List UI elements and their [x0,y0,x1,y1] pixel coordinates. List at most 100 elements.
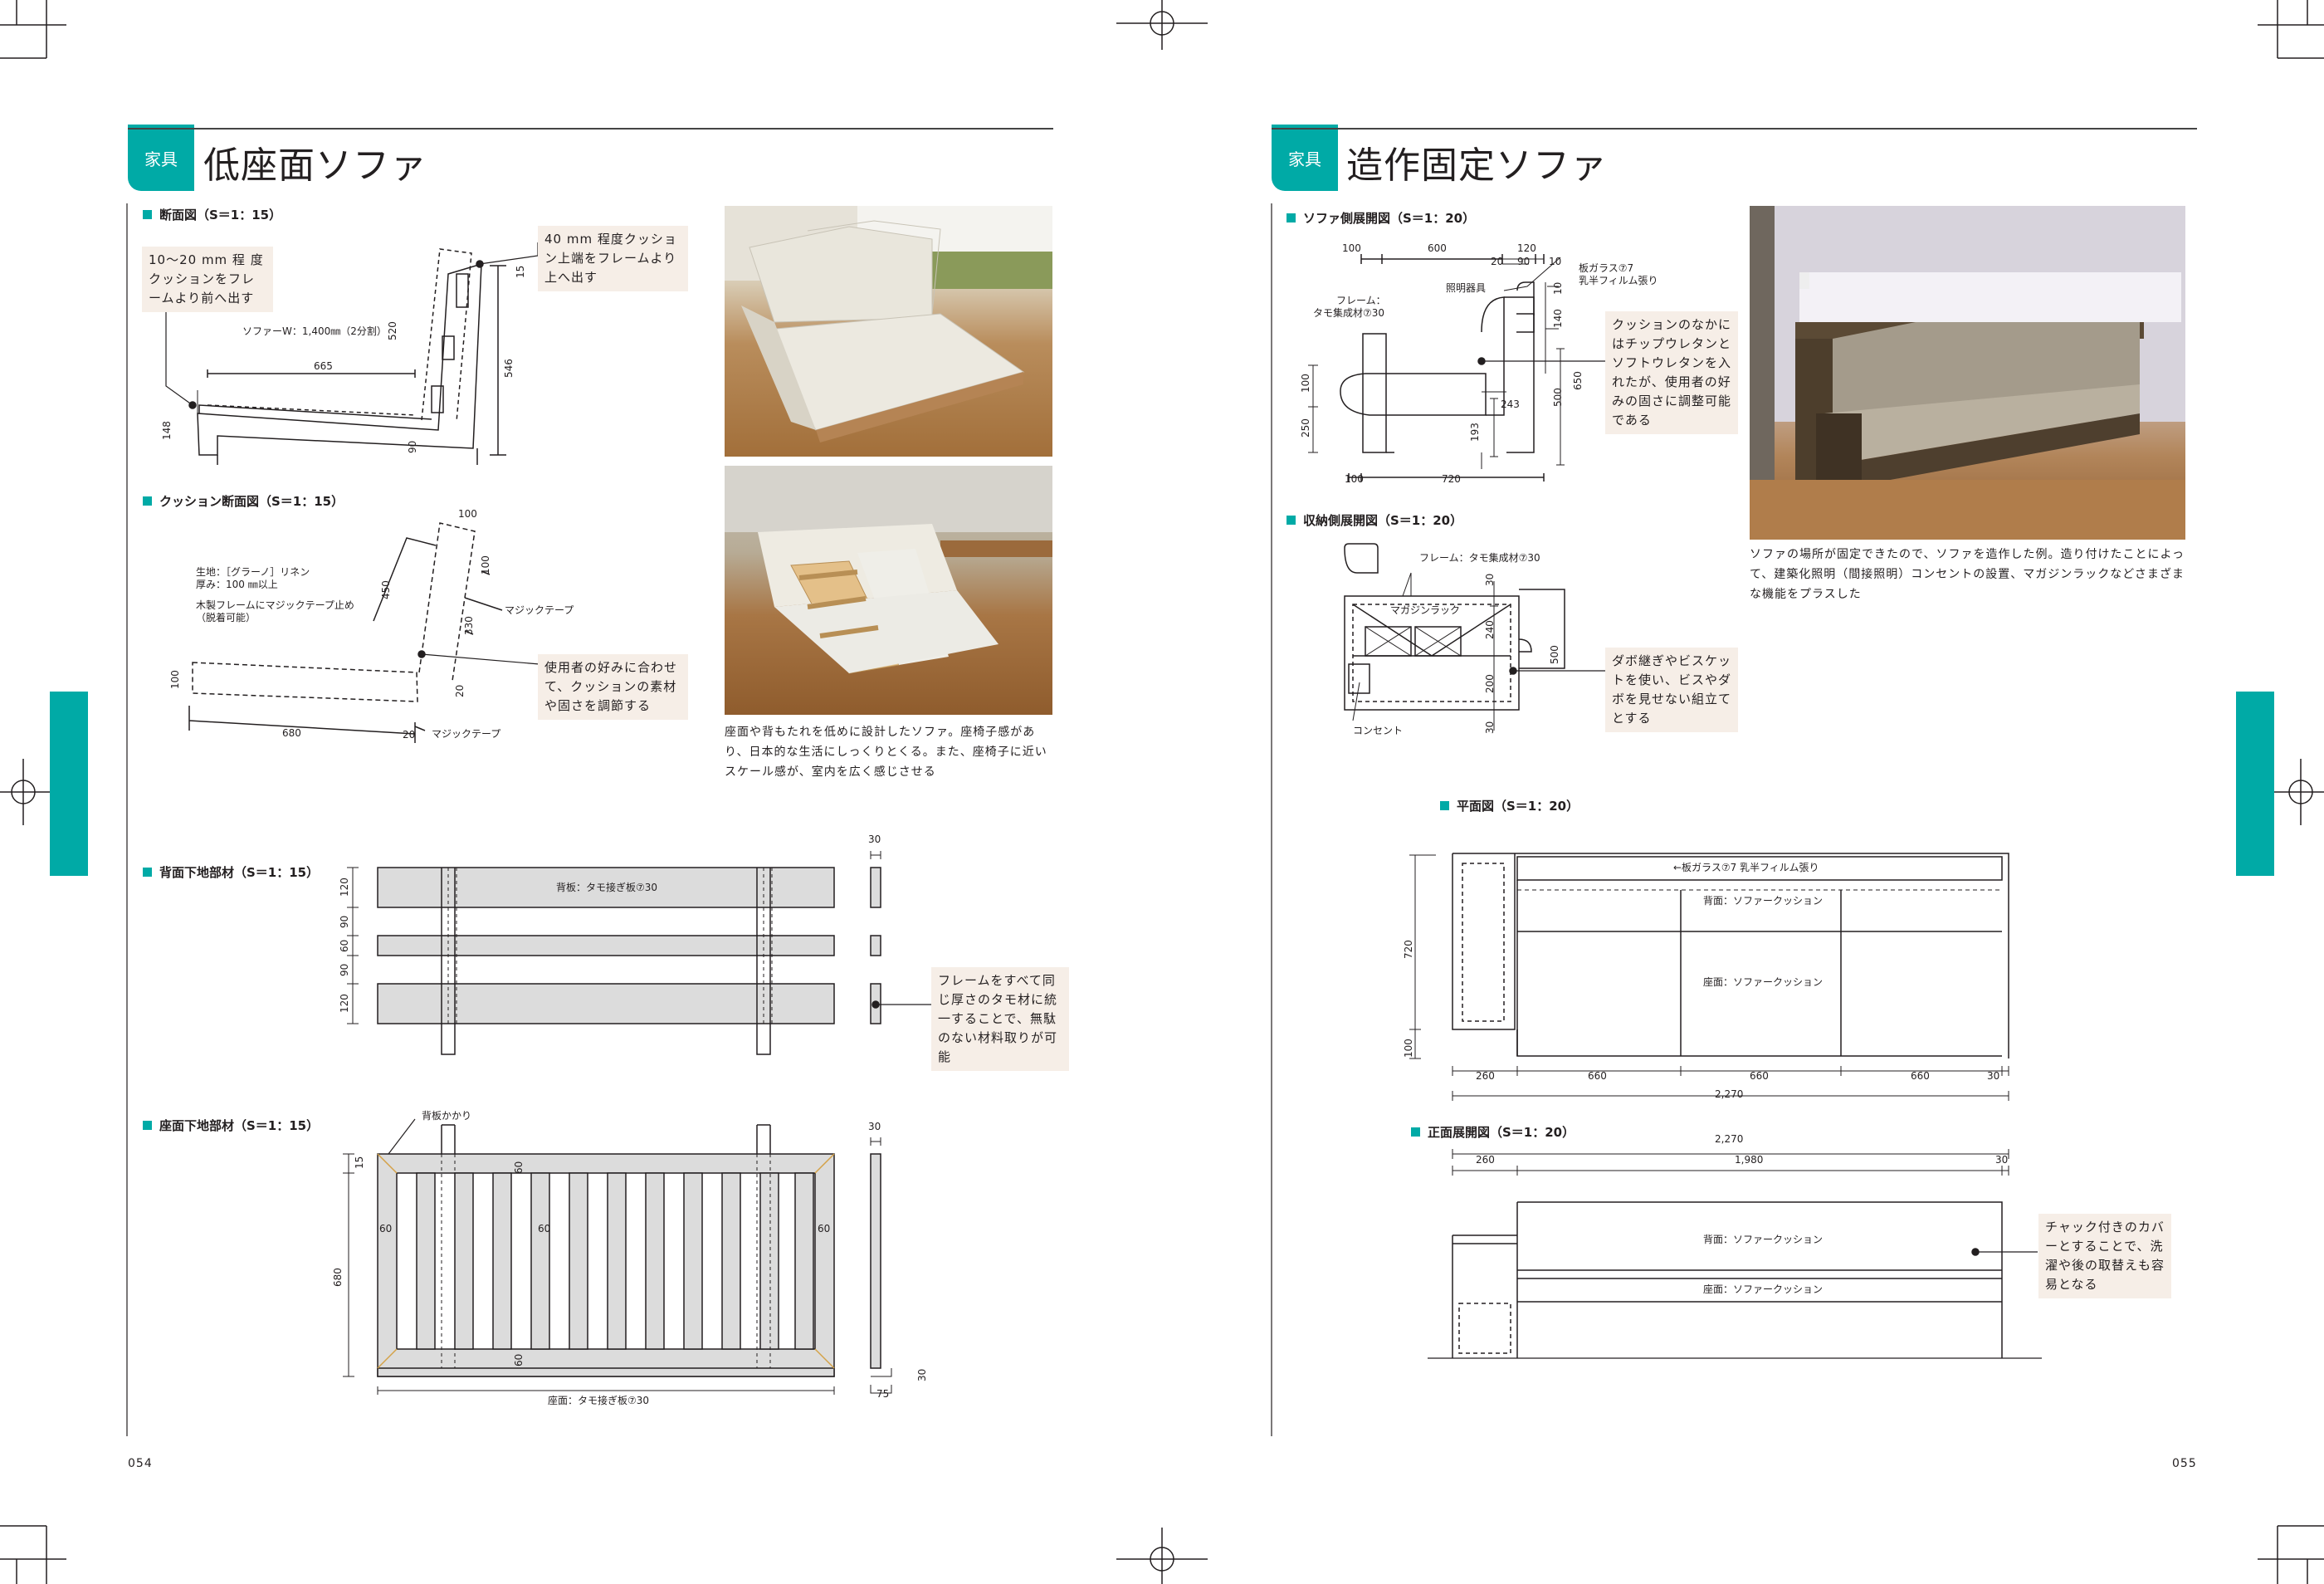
dimension: 30 [868,834,881,845]
dimension: 90 [339,963,350,976]
sofa-photo-back-illustration [725,466,1052,674]
dimension: 30 [916,1368,928,1381]
section-heading: 背面下地部材（S＝1：15） [143,863,319,881]
drawing-label: （脱着可能） [196,612,256,623]
section-heading: 座面下地部材（S＝1：15） [143,1117,319,1134]
dimension: 500 [1549,645,1560,664]
dimension: 260 [1476,1154,1495,1166]
dimension: 140 [1552,309,1564,328]
dimension: 100 [480,555,491,574]
dimension: 660 [1911,1070,1930,1082]
dimension: 90 [339,915,350,928]
dimension: 520 [387,321,398,340]
dimension: 100 [1345,473,1364,485]
section-heading-text: 正面展開図（S＝1：20） [1428,1125,1575,1140]
drawing-label: フレーム：タモ集成材⑦30 [1419,552,1540,564]
dimension: 2,270 [1715,1133,1744,1145]
dimension: 148 [161,421,173,440]
section-heading: 断面図（S＝1：15） [143,206,281,223]
dimension: 650 [1572,371,1584,390]
drawing-label: 生地：［グラーノ］リネン [196,566,310,578]
category-tag-left-text: 家具 [144,149,178,169]
page-number-right: 055 [2172,1457,2197,1470]
dimension: 100 [1300,374,1311,393]
dimension: 720 [1442,473,1461,485]
dimension: 660 [1588,1070,1607,1082]
drawing-label: 厚み：100 ㎜以上 [196,579,278,590]
dimension: 2,270 [1715,1088,1744,1100]
section-heading-text: 背面下地部材（S＝1：15） [159,865,320,880]
category-tag-right: 家具 [1272,125,1338,191]
drawing-label: 板ガラス⑦7 [1579,262,1634,274]
dimension: 30 [1987,1070,2000,1082]
dimension: 90 [407,440,418,453]
builtin-sofa-photo [1750,206,2185,540]
dimension: 1,980 [1735,1154,1764,1166]
dimension: 330 [463,616,475,635]
section-heading-text: 断面図（S＝1：15） [159,208,282,222]
drawing-label: マガジンラック [1390,604,1461,616]
dimension: 10 [1552,281,1564,295]
dimension: 60 [538,1223,551,1234]
drawing-label: 背板：タモ接ぎ板⑦30 [556,882,658,893]
dimension: 10 [1549,256,1562,267]
section-heading: 収納側展開図（S＝1：20） [1286,511,1462,529]
annotation-note: 40 mm 程度クッション上端をフレームより上へ出す [538,226,688,291]
section-heading-text: 平面図（S＝1：20） [1457,799,1579,814]
drawing-label: マジックテープ [432,728,501,740]
section-heading-text: 収納側展開図（S＝1：20） [1303,513,1463,528]
dimension: 200 [1484,674,1496,693]
dimension: 100 [1342,242,1361,254]
dimension: 30 [1484,721,1496,734]
drawing-label: 背面：ソファークッション [1703,895,1824,907]
drawing-label: ソファーW：1,400㎜（2分割） [242,325,387,337]
photo-caption: 座面や背もたれを低めに設計したソファ。座椅子感があり、日本的な生活にしっくりとく… [725,726,1047,779]
drawing-label: ←板ガラス⑦7 乳半フィルム張り [1673,862,1819,873]
section-heading: 平面図（S＝1：20） [1440,797,1579,814]
drawing-label: 座面：タモ接ぎ板⑦30 [548,1395,650,1406]
drawing-label: 背板かかり [422,1110,472,1122]
annotation-note: 10～20 mm 程 度クッションをフレームより前へ出す [142,247,273,312]
dimension: 60 [513,1161,525,1174]
dimension: 60 [379,1223,393,1234]
dimension: 15 [354,1156,365,1169]
drawing-label: コンセント [1353,725,1404,736]
drawing-label: 座面：ソファークッション [1703,1283,1824,1295]
photo-caption: ソファの場所が固定できたので、ソファを造作した例。造り付けたことによって、建築化… [1750,548,2185,601]
dimension: 680 [282,727,301,739]
dimension: 100 [458,508,477,520]
drawing-label: 乳半フィルム張り [1579,275,1658,286]
dimension: 250 [1300,418,1311,438]
dimension: 100 [169,670,181,689]
dimension: 75 [876,1388,890,1400]
dimension: 546 [503,359,515,378]
sofa-photo-front [725,206,1052,457]
header-rule-right [1272,128,2197,130]
side-tab-left [50,692,88,876]
dimension: 15 [515,265,526,278]
dimension: 600 [1428,242,1447,254]
drawing-label: タモ集成材⑦30 [1313,307,1385,319]
drawing-label: 背面：ソファークッション [1703,1234,1824,1245]
section-heading: クッション断面図（S＝1：15） [143,492,344,510]
side-tab-right [2236,692,2274,876]
annotation-note: クッションのなかにはチップウレタンとソフトウレタンを入れたが、使用者の好みの固さ… [1605,311,1738,434]
dimension: 30 [1995,1154,2009,1166]
dimension: 720 [1403,940,1414,959]
dimension: 680 [332,1268,344,1287]
annotation-note: ダボ継ぎやビスケットを使い、ビスやダボを見せない組立てとする [1605,648,1738,732]
drawing-label: マジックテープ [505,604,574,616]
page-title-left: 低座面ソファ [203,144,427,187]
dimension: 500 [1552,388,1564,407]
dimension: 30 [868,1121,881,1132]
section-heading: ソファ側展開図（S＝1：20） [1286,209,1475,227]
dimension: 660 [1750,1070,1769,1082]
drawing-label: 照明器具 [1446,282,1487,294]
dimension: 20 [454,684,466,697]
section-heading-text: ソファ側展開図（S＝1：20） [1303,211,1476,226]
annotation-note: チャック付きのカバーとすることで、洗濯や後の取替えも容易となる [2038,1214,2171,1298]
dimension: 30 [1484,573,1496,586]
drawing-label: 木製フレームにマジックテープ止め [196,599,354,611]
section-heading-text: 座面下地部材（S＝1：15） [159,1118,320,1133]
